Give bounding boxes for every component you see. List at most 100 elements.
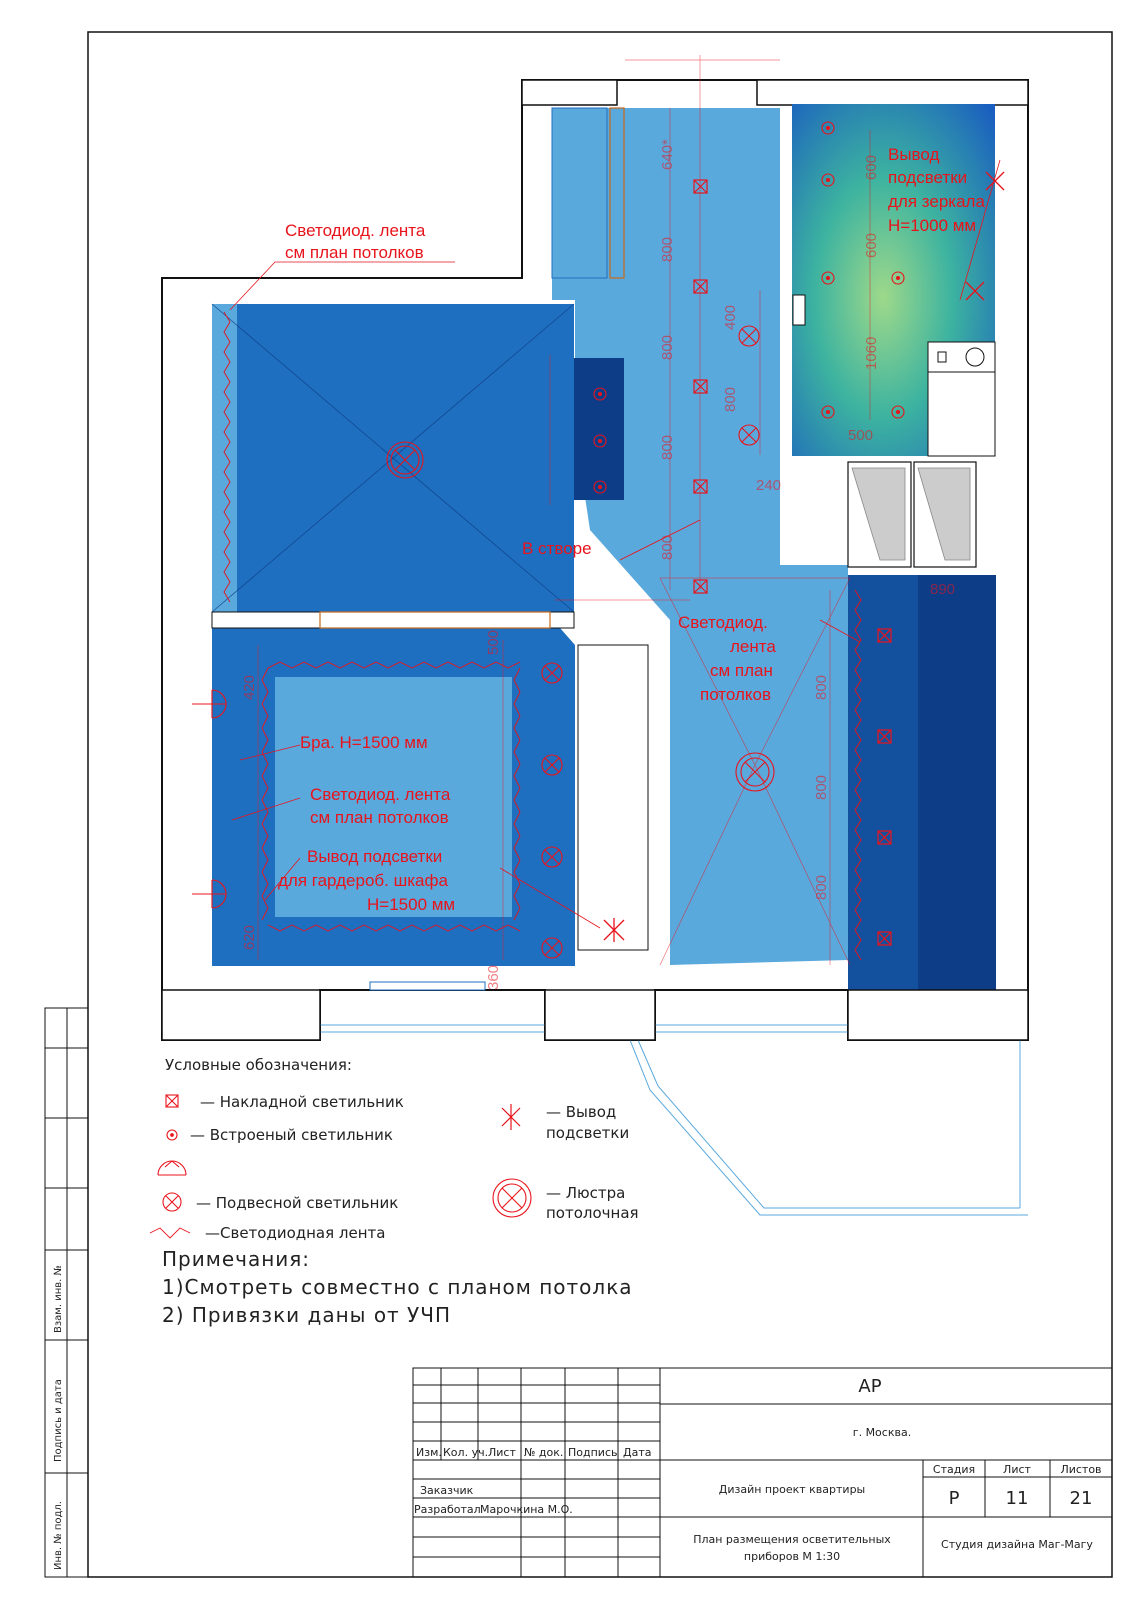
wall-sconce-icon — [192, 689, 227, 719]
surface-light-icon — [877, 729, 892, 744]
annotation-wardrobe: для гардероб. шкафа — [278, 871, 448, 890]
annotation-led-top: Светодиод. лента — [285, 221, 426, 240]
dimension-label: 620 — [241, 925, 258, 950]
recessed-light-icon — [821, 405, 835, 419]
dimension-label: 800 — [722, 387, 739, 412]
sheets-label: Листов — [1060, 1463, 1101, 1476]
plan-annotations: Светодиод. лента см план потолков Вывод … — [278, 145, 985, 914]
legend-label: — Накладной светильник — [200, 1093, 404, 1111]
recessed-light-icon — [891, 271, 905, 285]
annotation-wardrobe: Вывод подсветки — [307, 847, 442, 866]
legend-label: —Светодиодная лента — [205, 1224, 385, 1242]
pendant-lights — [541, 325, 760, 959]
wall-sconces — [192, 689, 227, 909]
dimension-label: 420 — [241, 675, 258, 700]
wall-segment — [756, 79, 1029, 106]
legend-label: — Вывод — [546, 1103, 616, 1121]
drawing-code: АР — [858, 1376, 881, 1397]
legend-title: Условные обозначения: — [165, 1056, 352, 1074]
dimension-label: 890 — [930, 581, 955, 598]
side-stamp-label: Подпись и дата — [53, 1379, 64, 1462]
dimension-label: 800 — [659, 237, 676, 262]
header-cell: Кол. уч. — [443, 1446, 488, 1459]
led-strip-icon — [149, 1227, 191, 1239]
side-stamp-label: Взам. инв. № — [53, 1265, 64, 1333]
recessed-light-icon — [593, 387, 607, 401]
dimension-label: 360 — [485, 965, 502, 990]
annotation-in-stvore: В створе — [522, 539, 592, 558]
legend-label: — Встроеный светильник — [190, 1126, 393, 1144]
annotation-bra: Бра. H=1500 мм — [300, 733, 428, 752]
stage-value: Р — [949, 1488, 960, 1509]
leader-lines — [229, 159, 1001, 929]
pendant-light-icon — [541, 937, 563, 959]
ceiling-chandelier-icon — [386, 441, 424, 479]
title-block — [412, 1367, 1113, 1578]
living-room-strip — [212, 304, 237, 612]
annotation-mirror: подсветки — [888, 168, 967, 187]
dimension-label: 600 — [863, 155, 880, 180]
annotation-led-top: см план потолков — [285, 243, 424, 262]
light-outputs — [603, 171, 1005, 942]
dimension-label: 640* — [659, 139, 676, 170]
dimension-label: 400 — [722, 305, 739, 330]
sheet-title: План размещения осветительных — [693, 1533, 891, 1546]
ceiling-chandelier-icon — [492, 1178, 532, 1218]
stage-label: Стадия — [933, 1463, 975, 1476]
light-output-icon — [603, 918, 625, 942]
dimension-label: 800 — [813, 775, 830, 800]
legend-label: подсветки — [546, 1124, 629, 1142]
dimension-label: 800 — [659, 535, 676, 560]
header-cell: Лист — [488, 1446, 516, 1459]
annotation-mirror: H=1000 мм — [888, 216, 976, 235]
ceiling-chandelier-icon — [735, 752, 775, 792]
radiator — [369, 981, 486, 991]
annotation-led-hall: потолков — [700, 685, 771, 704]
surface-light-icon — [693, 479, 708, 494]
dimension-label: 600 — [863, 233, 880, 258]
pendant-light-icon — [738, 424, 760, 446]
light-output-icon — [501, 1104, 521, 1130]
recessed-light-icon — [593, 434, 607, 448]
notes: Примечания: 1)Смотреть совместно с плано… — [162, 1247, 632, 1327]
surface-light-icon — [877, 931, 892, 946]
tv-niche — [574, 358, 624, 500]
wall-segment — [521, 79, 618, 106]
recessed-light-icon — [821, 121, 835, 135]
project-name: Дизайн проект квартиры — [719, 1483, 865, 1496]
dimension-label: 800 — [659, 335, 676, 360]
recessed-light-icon — [821, 173, 835, 187]
light-output-icon — [985, 171, 1005, 191]
legend-label: — Люстра — [546, 1184, 625, 1202]
developer-label: Разработал — [414, 1503, 481, 1516]
side-stamp-label: Инв. № подл. — [53, 1501, 64, 1570]
light-output-icon — [965, 281, 985, 301]
entry-door-frame — [609, 107, 625, 279]
bedroom-ceiling-inset — [275, 677, 512, 917]
header-cell: № док. — [524, 1446, 563, 1459]
customer-label: Заказчик — [420, 1484, 474, 1497]
balcony-outline — [320, 1024, 1028, 1216]
dimension-label: 240 — [756, 477, 781, 494]
legend: Условные обозначения: — Накладной светил… — [149, 1056, 639, 1242]
header-cell: Изм. — [416, 1446, 442, 1459]
surface-light-icon — [693, 379, 708, 394]
pendant-light-icon — [541, 662, 563, 684]
door-opening — [319, 611, 551, 629]
wardrobe-closet — [577, 644, 649, 951]
surface-light-icon — [165, 1094, 179, 1108]
notes-line: 2) Привязки даны от УЧП — [162, 1303, 451, 1327]
legend-label: — Подвесной светильник — [196, 1194, 398, 1212]
pendant-light-icon — [541, 846, 563, 868]
recessed-light-icon — [821, 271, 835, 285]
dimension-label: 500 — [848, 427, 873, 444]
floor-plan — [161, 79, 1029, 1216]
surface-light-icon — [693, 179, 708, 194]
annotation-led-bed: см план потолков — [310, 808, 449, 827]
annotation-mirror: для зеркала — [888, 192, 985, 211]
surface-light-icon — [877, 830, 892, 845]
dimension-label: 500 — [485, 630, 502, 655]
pendant-light-icon — [162, 1192, 182, 1212]
bathroom-sink — [792, 294, 806, 326]
entry-cabinet — [551, 107, 608, 279]
